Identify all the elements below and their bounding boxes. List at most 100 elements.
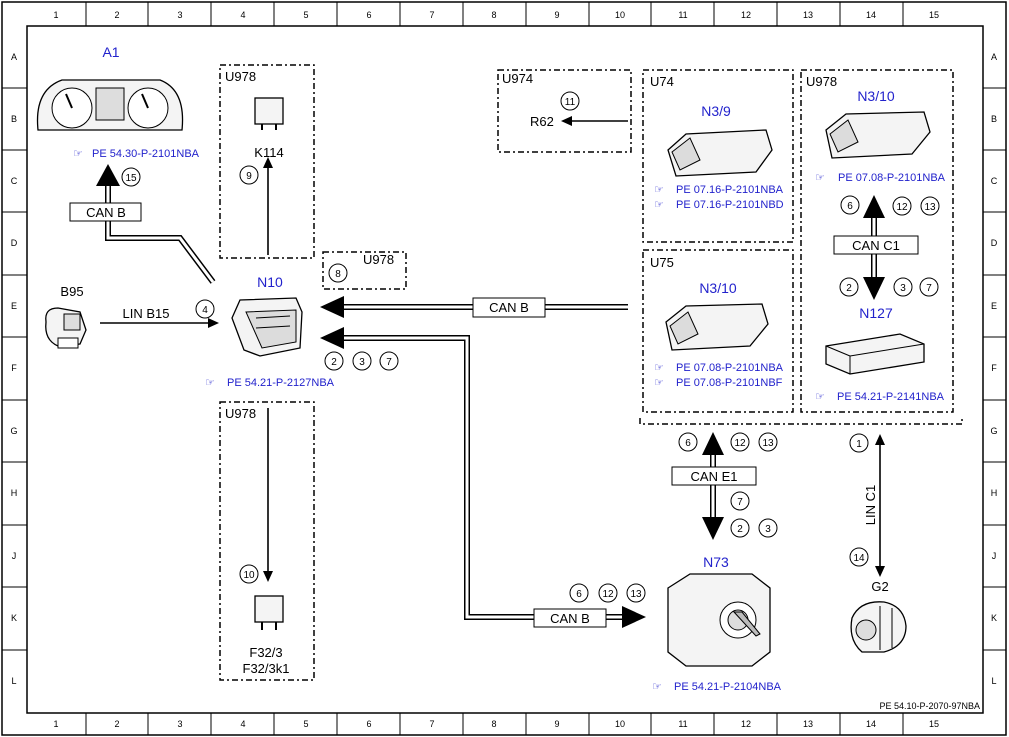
grid-col-label: 1 [53,10,58,20]
component-k114: K114 [254,97,284,160]
group-u75 [642,249,794,413]
component-name-n10: N10 [257,274,283,290]
grid-row-label: B [11,114,17,124]
component-n73: N73 ☞ PE 54.21-P-2104NBA [652,554,782,693]
group-u978-right [800,69,954,413]
grid-row-label: D [991,238,998,248]
grid-row-label: A [11,52,17,62]
component-name-a1: A1 [102,44,119,60]
group-label-u978-f32: U978 [225,406,256,421]
component-name-f32-3k1: F32/3k1 [243,661,290,676]
component-ref-n3-9-1: PE 07.16-P-2101NBA [676,184,784,196]
bus-label-can-b-e: CAN B [489,300,529,315]
grid-row-label: H [11,488,18,498]
component-f32: F32/3 F32/3k1 [243,595,290,676]
bus-label-lin-b15: LIN B15 [123,306,170,321]
control-unit-icon [825,111,931,159]
step-number: 12 [734,438,746,449]
component-g2: G2 [850,579,907,653]
grid-row-label: A [991,52,997,62]
group-u978-mid [322,251,407,290]
grid-col-label: 11 [678,10,687,20]
grid-col-label: 14 [866,10,876,20]
ignition-switch-icon [667,573,771,667]
component-ref-n3-10-mid-2: PE 07.08-P-2101NBF [676,377,783,389]
step-markers: 15 9 11 8 4 6 12 13 2 3 7 2 3 7 6 12 13 … [121,91,940,603]
component-name-r62: R62 [530,114,554,129]
step-number: 13 [630,589,642,600]
component-ref-n3-10-mid-1: PE 07.08-P-2101NBA [676,362,784,374]
grid-col-label: 7 [429,10,434,20]
component-n3-10-mid: N3/10 ☞ PE 07.08-P-2101NBA ☞ PE 07.08-P-… [654,280,784,389]
grid-row-label: F [11,363,17,373]
grid-row-label: G [10,426,17,436]
ref-icon: ☞ [654,199,664,211]
step-number: 2 [846,283,852,294]
grid-row-label: D [11,238,18,248]
grid-col-label: 1 [53,719,58,729]
step-number: 8 [335,269,341,280]
component-ref-n3-10-top: PE 07.08-P-2101NBA [838,172,946,184]
component-name-b95: B95 [60,284,83,299]
group-boxes: U978 U974 U74 U978 U978 U75 U978 [219,64,963,681]
grid-col-label: 2 [114,10,119,20]
group-label-u978-mid: U978 [363,252,394,267]
step-number: 2 [737,524,743,535]
grid-col-label: 6 [366,719,371,729]
bus-label-can-b-a1: CAN B [86,205,126,220]
grid-row-label: K [991,613,997,623]
component-name-g2: G2 [871,579,888,594]
component-b95: B95 [45,284,87,349]
ref-icon: ☞ [652,681,662,693]
grid-row-label: F [991,363,997,373]
component-n10: N10 ☞ PE 54.21-P-2127NBA [205,274,335,389]
group-u978-k114 [219,64,315,259]
component-name-n73: N73 [703,554,729,570]
component-ref-n10: PE 54.21-P-2127NBA [227,377,335,389]
grid-col-label: 9 [554,10,559,20]
bus-label-can-c1: CAN C1 [852,238,900,253]
group-u974 [497,69,632,153]
grid-rows-left: A B C D E F G H J K L [10,52,17,686]
step-number: 6 [847,201,853,212]
step-number: 2 [331,357,337,368]
grid-col-label: 13 [803,719,813,729]
step-number: 9 [246,171,252,182]
grid-col-label: 14 [866,719,876,729]
bus-label-can-e1: CAN E1 [691,469,738,484]
component-ref-n73: PE 54.21-P-2104NBA [674,681,782,693]
component-n3-9: N3/9 ☞ PE 07.16-P-2101NBA ☞ PE 07.16-P-2… [654,103,784,211]
ref-icon: ☞ [654,362,664,374]
grid-row-label: H [991,488,998,498]
ref-icon: ☞ [815,172,825,184]
component-n3-10-top: N3/10 ☞ PE 07.08-P-2101NBA [815,88,946,184]
component-name-f32-3: F32/3 [249,645,282,660]
step-number: 13 [762,438,774,449]
step-number: 12 [602,589,614,600]
group-label-u75: U75 [650,255,674,270]
grid-row-label: L [11,676,16,686]
grid-columns-top: 1 2 3 4 5 6 7 8 9 10 11 12 13 14 15 [53,10,939,20]
grid-rows-right: A B C D E F G H J K L [990,52,997,686]
document-id: PE 54.10-P-2070-97NBA [879,701,980,711]
group-label-u978-k114: U978 [225,69,256,84]
grid-col-label: 12 [741,10,751,20]
group-label-u74: U74 [650,74,674,89]
group-u978-f32 [219,401,315,681]
step-number: 7 [386,357,392,368]
relay-icon [254,595,284,623]
step-number: 7 [926,283,932,294]
grid-col-label: 12 [741,719,751,729]
grid-col-label: 7 [429,719,434,729]
grid-col-label: 6 [366,10,371,20]
step-number: 6 [685,438,691,449]
step-number: 6 [576,589,582,600]
component-ref-a1: PE 54.30-P-2101NBA [92,148,200,160]
step-number: 4 [202,305,208,316]
grid-row-label: L [991,676,996,686]
step-number: 15 [125,173,137,184]
group-label-u978-right: U978 [806,74,837,89]
module-box-icon [825,333,925,375]
grid-col-label: 3 [177,719,182,729]
